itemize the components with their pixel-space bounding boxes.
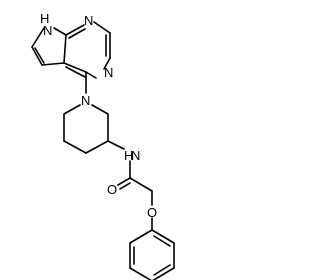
atom-label-n-pyrimidine-right: N [104, 65, 113, 80]
atom-label-nh-amide: N [131, 148, 140, 163]
atom-label-nh-pyrrole: N [43, 23, 52, 38]
atom-label-n-piperidine: N [81, 93, 90, 108]
atom-label-o-ether: O [147, 205, 157, 220]
atom-label-o-carbonyl: O [107, 182, 117, 197]
molecule-structure: H N N N N H N O O [31, 11, 175, 280]
molecule-canvas: H N N N N H N O O [31, 11, 175, 280]
atom-label-n-pyrimidine-top: N [84, 13, 93, 28]
atom-label-nh-amide-h: H [124, 148, 133, 163]
atom-labels: H N N N N H N O O [40, 11, 157, 220]
bond-lines [31, 21, 175, 280]
atom-label-nh-pyrrole-h: H [40, 11, 49, 26]
